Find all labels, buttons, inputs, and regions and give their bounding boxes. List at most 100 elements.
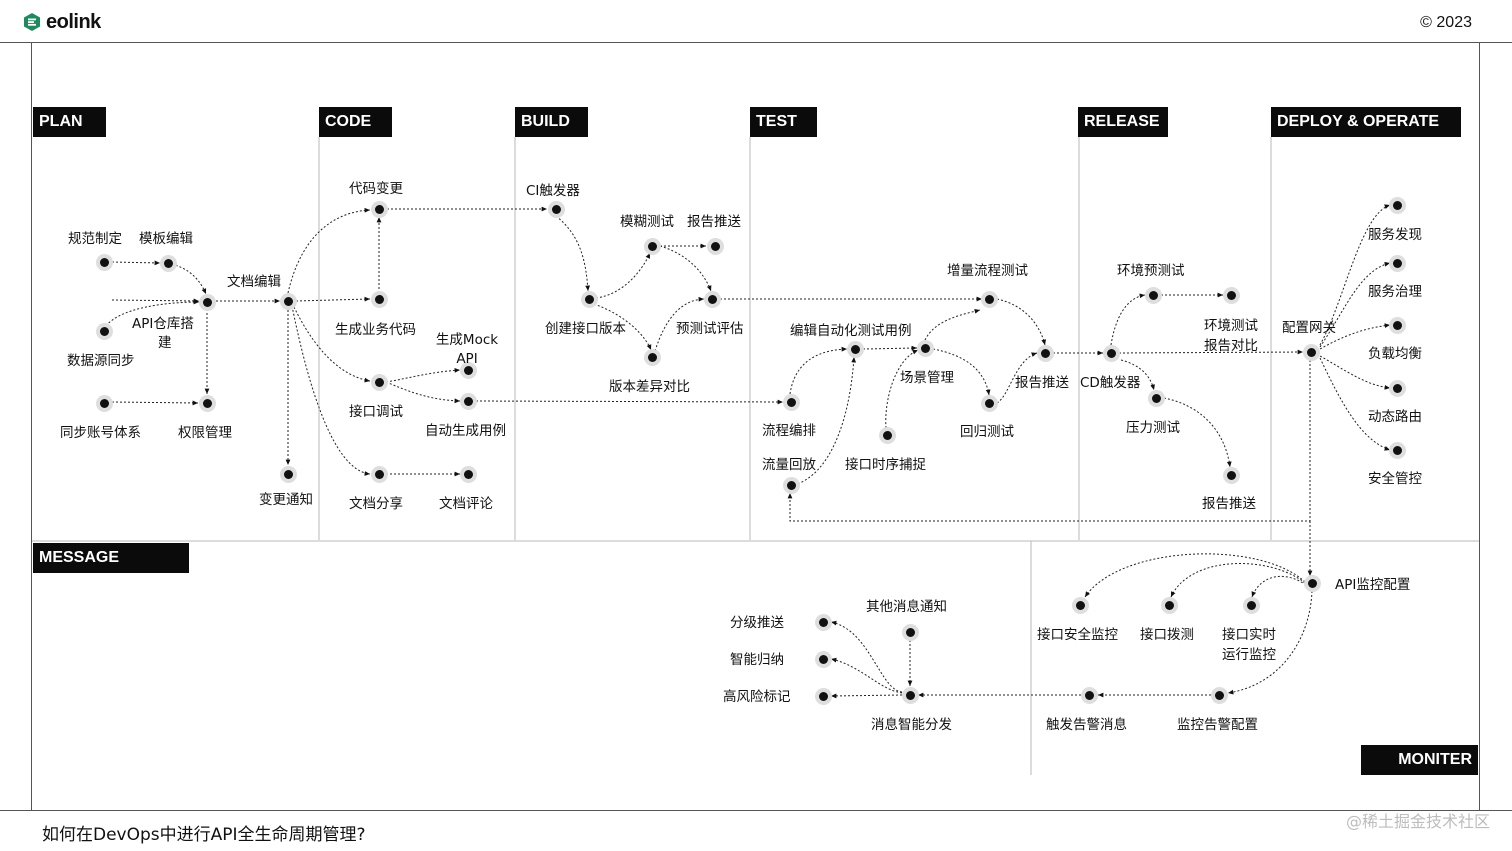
label-doc-comment: 文档评论 bbox=[439, 496, 493, 512]
node-dot-account-sync bbox=[99, 398, 109, 408]
label-edit-auto-case: 编辑自动化测试用例 bbox=[790, 323, 912, 339]
stage-plan: PLAN bbox=[33, 107, 106, 137]
node-dot-api-security-monitor bbox=[1075, 600, 1085, 610]
label-permission: 权限管理 bbox=[178, 425, 232, 441]
label-dynamic-routing: 动态路由 bbox=[1368, 409, 1422, 425]
node-dot-security-control bbox=[1392, 445, 1402, 455]
node-dot-flow-orchestrate bbox=[786, 397, 796, 407]
stage-build: BUILD bbox=[515, 107, 588, 137]
node-dot-pretest-eval bbox=[707, 294, 717, 304]
label-cd-trigger: CD触发器 bbox=[1080, 375, 1141, 391]
node-dot-api-debug bbox=[374, 377, 384, 387]
logo-text: eolink bbox=[46, 10, 101, 33]
label-spec: 规范制定 bbox=[68, 231, 122, 247]
label-service-governance: 服务治理 bbox=[1368, 284, 1422, 300]
label-code-change: 代码变更 bbox=[349, 181, 403, 197]
node-dot-traffic-replay bbox=[786, 480, 796, 490]
bottom-bar bbox=[0, 810, 1512, 811]
label-account-sync: 同步账号体系 bbox=[60, 425, 141, 441]
node-dot-timing-capture bbox=[882, 430, 892, 440]
label-doc-share: 文档分享 bbox=[349, 496, 403, 512]
label-env-compare-2: 报告对比 bbox=[1204, 338, 1258, 354]
node-dot-spec bbox=[99, 257, 109, 267]
diagram-frame bbox=[31, 42, 1480, 810]
label-env-pretest: 环境预测试 bbox=[1117, 263, 1185, 279]
node-dot-auto-gen-case bbox=[463, 396, 473, 406]
node-dot-stress-test bbox=[1151, 393, 1161, 403]
node-dot-gen-mock bbox=[463, 365, 473, 375]
node-dot-api-repo bbox=[202, 297, 212, 307]
label-flow-orchestrate: 流程编排 bbox=[762, 423, 816, 439]
node-dot-config-gateway bbox=[1306, 347, 1316, 357]
node-dot-edit-auto-case bbox=[850, 344, 860, 354]
node-dot-service-discovery bbox=[1392, 200, 1402, 210]
label-auto-gen-case: 自动生成用例 bbox=[425, 423, 506, 439]
label-fuzz-test: 模糊测试 bbox=[620, 214, 674, 230]
node-dot-create-version bbox=[584, 294, 594, 304]
node-dot-fuzz-test bbox=[647, 241, 657, 251]
copyright: © 2023 bbox=[1420, 14, 1472, 31]
node-dot-version-diff bbox=[647, 352, 657, 362]
node-dot-trigger-alert-msg bbox=[1084, 690, 1094, 700]
label-incremental-flow-test: 增量流程测试 bbox=[947, 263, 1028, 279]
label-gen-business-code: 生成业务代码 bbox=[335, 322, 416, 338]
label-api-repo-1: API仓库搭 bbox=[132, 316, 194, 332]
label-api-monitor-config: API监控配置 bbox=[1335, 577, 1411, 593]
node-dot-ci-trigger bbox=[551, 204, 561, 214]
node-dot-service-governance bbox=[1392, 258, 1402, 268]
node-dot-env-compare bbox=[1226, 290, 1236, 300]
label-gen-mock-1: 生成Mock bbox=[435, 332, 499, 348]
node-dot-cd-trigger bbox=[1106, 348, 1116, 358]
label-gen-mock-2: API bbox=[456, 351, 478, 367]
label-api-probe: 接口拨测 bbox=[1140, 627, 1194, 643]
node-dot-gen-business-code bbox=[374, 294, 384, 304]
node-dot-template-edit bbox=[163, 258, 173, 268]
node-dot-doc-share bbox=[374, 469, 384, 479]
node-dot-scene-mgmt bbox=[920, 343, 930, 353]
label-alert-config: 监控告警配置 bbox=[1177, 717, 1258, 733]
stage-code: CODE bbox=[319, 107, 392, 137]
label-api-debug: 接口调试 bbox=[349, 404, 403, 420]
label-env-compare-1: 环境测试 bbox=[1204, 318, 1258, 334]
logo: eolink bbox=[22, 11, 101, 33]
node-dot-env-pretest bbox=[1148, 290, 1158, 300]
stage-deploy-operate: DEPLOY & OPERATE bbox=[1271, 107, 1461, 137]
node-dot-smart-dispatch bbox=[905, 690, 915, 700]
node-dot-high-risk-mark bbox=[818, 691, 828, 701]
node-dot-regression-test bbox=[984, 398, 994, 408]
top-bar bbox=[0, 0, 1512, 43]
node-dot-incremental-flow-test bbox=[984, 294, 994, 304]
label-high-risk-mark: 高风险标记 bbox=[723, 689, 791, 705]
node-dot-api-monitor-config bbox=[1307, 578, 1317, 588]
stage-message: MESSAGE bbox=[33, 543, 189, 573]
label-version-diff: 版本差异对比 bbox=[609, 379, 690, 395]
node-dot-report-push-test bbox=[1040, 348, 1050, 358]
node-dot-dynamic-routing bbox=[1392, 383, 1402, 393]
label-regression-test: 回归测试 bbox=[960, 424, 1014, 440]
label-security-control: 安全管控 bbox=[1368, 471, 1422, 487]
stage-test: TEST bbox=[750, 107, 817, 137]
node-dot-datasource-sync bbox=[99, 326, 109, 336]
label-api-repo-2: 建 bbox=[158, 335, 172, 351]
node-dot-report-push-release bbox=[1226, 470, 1236, 480]
label-datasource-sync: 数据源同步 bbox=[67, 353, 135, 369]
label-service-discovery: 服务发现 bbox=[1368, 227, 1422, 243]
label-stress-test: 压力测试 bbox=[1126, 420, 1180, 436]
node-dot-api-realtime bbox=[1246, 600, 1256, 610]
label-load-balance: 负载均衡 bbox=[1368, 346, 1422, 362]
label-tiered-push: 分级推送 bbox=[730, 615, 784, 631]
label-api-realtime-1: 接口实时 bbox=[1222, 627, 1276, 643]
label-doc-edit: 文档编辑 bbox=[227, 274, 281, 290]
node-dot-alert-config bbox=[1214, 690, 1224, 700]
node-dot-change-notice bbox=[283, 469, 293, 479]
label-report-push-test: 报告推送 bbox=[1015, 375, 1069, 391]
label-timing-capture: 接口时序捕捉 bbox=[845, 457, 926, 473]
watermark: @稀土掘金技术社区 bbox=[1345, 812, 1490, 831]
label-report-push-build: 报告推送 bbox=[687, 214, 741, 230]
label-create-version: 创建接口版本 bbox=[545, 321, 626, 337]
label-api-realtime-2: 运行监控 bbox=[1222, 647, 1276, 663]
stage-dividers bbox=[32, 137, 1479, 775]
node-dot-permission bbox=[202, 398, 212, 408]
label-template-edit: 模板编辑 bbox=[139, 231, 193, 247]
